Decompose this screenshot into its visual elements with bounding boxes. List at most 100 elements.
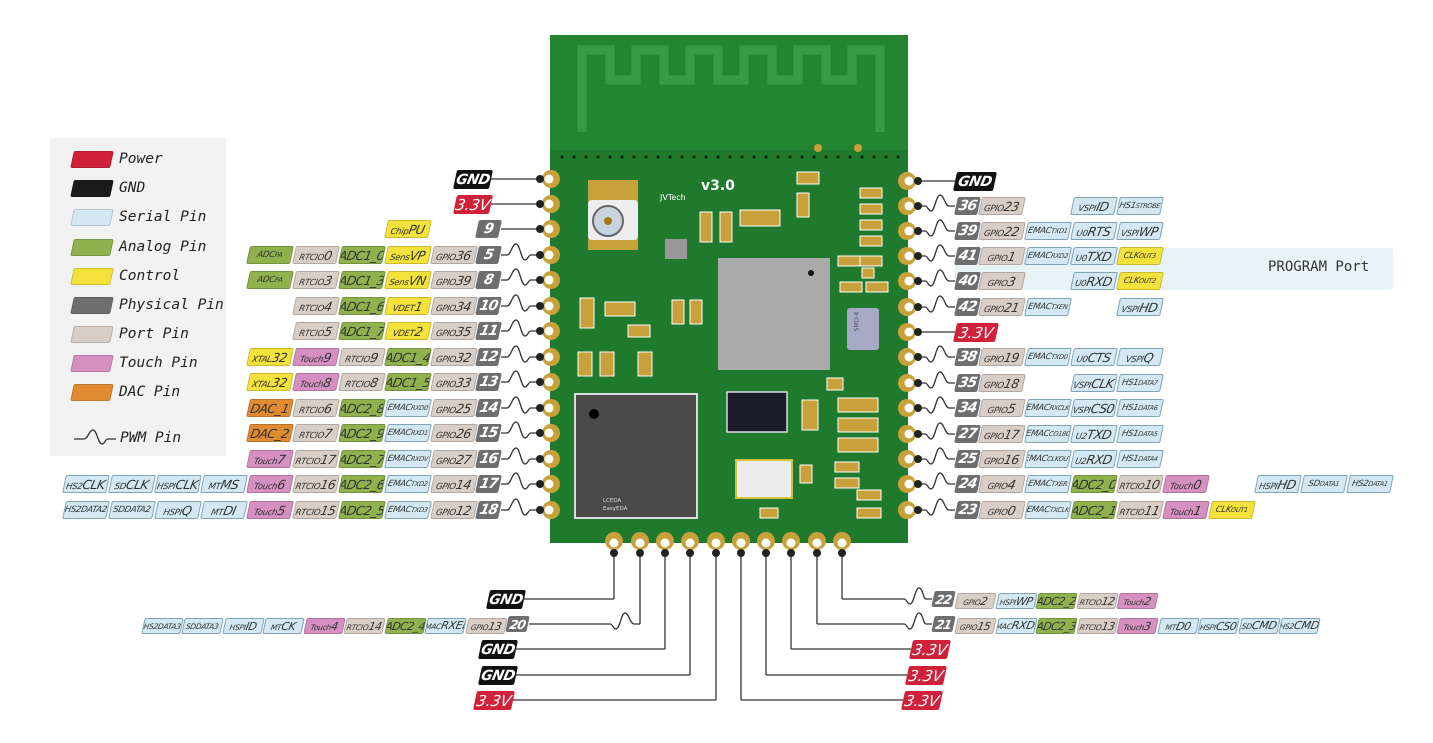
pin-dot xyxy=(838,549,846,557)
pin-hole xyxy=(544,428,554,438)
tag-prefix: EMAC xyxy=(1026,302,1053,312)
tag-name: D0 xyxy=(1174,619,1192,633)
empty-slot xyxy=(1024,374,1071,392)
smd-component xyxy=(837,255,861,267)
pin-connector-pwm xyxy=(918,295,955,313)
tag-prefix: ADC xyxy=(255,250,276,260)
pin-hole xyxy=(904,176,914,186)
tag-name: ADC2_4 xyxy=(383,619,426,633)
smd-component xyxy=(699,211,713,243)
pin-dot xyxy=(661,549,669,557)
legend-label: Serial Pin xyxy=(119,209,207,225)
pin-dot xyxy=(914,455,922,463)
pin-hole xyxy=(544,454,554,464)
smd-component xyxy=(861,267,875,279)
tag-name: CTS xyxy=(1086,350,1113,365)
tag-prefix: VDET xyxy=(391,304,415,314)
tag-prefix: GPIO xyxy=(434,482,457,492)
pin-dot xyxy=(914,252,922,260)
tag-prefix: Touch xyxy=(252,508,278,518)
board-version: v3.0 xyxy=(701,178,735,194)
ufl-center xyxy=(604,217,612,225)
tag-prefix: EMAC xyxy=(1025,505,1051,515)
pin-hole xyxy=(544,301,554,311)
legend-swatch xyxy=(70,325,114,343)
tag-name: 14 xyxy=(454,477,472,492)
board-brand-logo: JVTech xyxy=(660,193,686,202)
pin-hole xyxy=(544,174,554,184)
via xyxy=(860,155,864,159)
power-label: 3.3V xyxy=(900,690,944,710)
legend-label: GND xyxy=(119,180,146,196)
pin-dot xyxy=(914,404,922,412)
tag-prefix: EMAC xyxy=(1024,454,1049,464)
tag-name: WP xyxy=(1137,224,1160,239)
tag-name: 12 xyxy=(454,503,472,518)
tag-prefix: EMAC xyxy=(1026,226,1053,236)
tag-name: 11 xyxy=(1143,503,1161,518)
tag-prefix: EMAC xyxy=(386,479,412,489)
tag-prefix: Touch xyxy=(252,482,278,492)
tag-name: TXER xyxy=(1050,480,1069,488)
power-label: 3.3V xyxy=(952,322,1000,342)
tag-name: DATA1 xyxy=(1318,480,1340,488)
pin-dot xyxy=(536,276,544,284)
tag-name: ADC2_7 xyxy=(337,452,385,467)
tag-name: 15 xyxy=(975,619,992,633)
pin-hole xyxy=(904,429,914,439)
pin-function-tag: ADC2_4 xyxy=(383,617,426,634)
pin-connector-pwm xyxy=(918,422,955,440)
pin-hole xyxy=(736,538,746,548)
legend-swatch xyxy=(70,208,114,226)
tag-prefix: RTCIO xyxy=(293,457,321,467)
tag-name: 13 xyxy=(486,619,503,633)
tag-name: RXCLK xyxy=(1048,404,1071,412)
tag-name: Q xyxy=(1142,350,1155,365)
pin-hole xyxy=(544,199,554,209)
gnd-label: GND xyxy=(477,665,519,685)
tag-name: 32 xyxy=(269,350,288,365)
pin-number: 14 xyxy=(475,399,502,417)
pin-hole xyxy=(544,326,554,336)
tag-prefix: Sens xyxy=(387,278,409,288)
pin-dot xyxy=(536,353,544,361)
tag-name: OUT1 xyxy=(1230,506,1249,514)
via xyxy=(692,155,696,159)
tag-prefix: GPIO xyxy=(434,329,457,339)
via xyxy=(854,144,862,152)
tag-name: 35 xyxy=(454,324,472,339)
pin-number: 15 xyxy=(475,424,502,442)
pin-number: 21 xyxy=(931,616,956,632)
empty-slot xyxy=(1070,298,1117,316)
via xyxy=(608,155,612,159)
smd-component xyxy=(834,477,860,489)
pin-number: 34 xyxy=(954,399,981,417)
legend-label: PWM Pin xyxy=(120,430,182,446)
pin-hole xyxy=(904,302,914,312)
